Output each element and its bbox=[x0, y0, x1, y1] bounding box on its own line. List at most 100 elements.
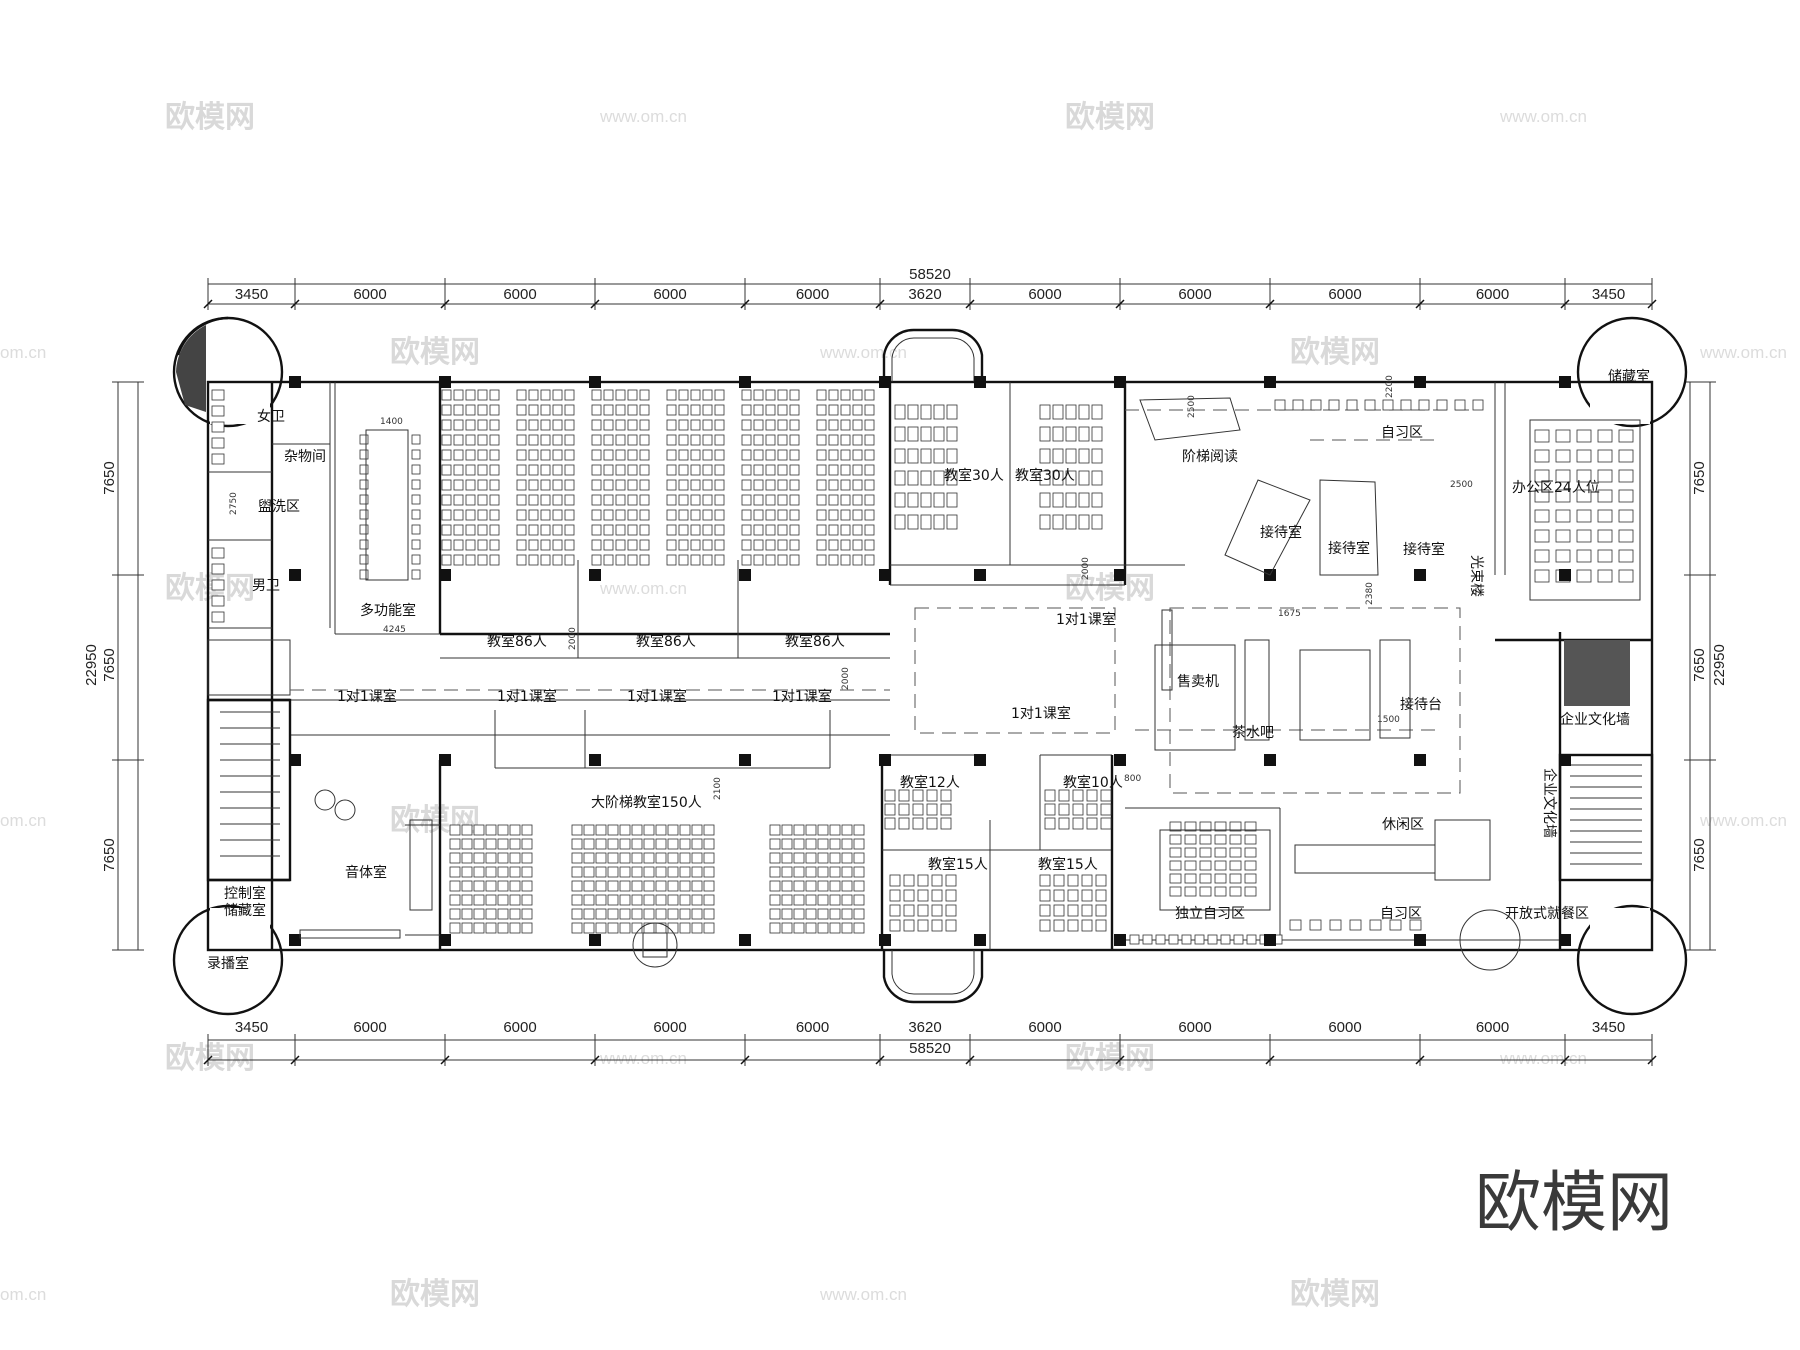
seat bbox=[1067, 889, 1079, 902]
seat bbox=[828, 524, 839, 536]
seat bbox=[1194, 934, 1205, 945]
seat bbox=[639, 554, 650, 566]
seat bbox=[465, 494, 476, 506]
seat bbox=[690, 539, 701, 551]
inner-dim: 2500 bbox=[1450, 480, 1473, 490]
seat bbox=[1169, 886, 1182, 897]
seat bbox=[805, 866, 817, 878]
room-label-storage-room: 储藏室 bbox=[1608, 368, 1650, 385]
seat bbox=[946, 426, 958, 442]
seat bbox=[619, 894, 631, 906]
seat bbox=[627, 404, 638, 416]
seat bbox=[449, 838, 461, 850]
dimension-tick-slash bbox=[1415, 299, 1425, 309]
seat bbox=[571, 880, 583, 892]
seat bbox=[1244, 886, 1257, 897]
seat bbox=[1155, 934, 1166, 945]
seat bbox=[627, 524, 638, 536]
dimension-tick-slash bbox=[1265, 299, 1275, 309]
seat bbox=[853, 824, 865, 836]
seat bbox=[411, 539, 421, 550]
seat bbox=[211, 611, 225, 623]
seat bbox=[894, 514, 906, 530]
seat bbox=[679, 866, 691, 878]
seat bbox=[595, 838, 607, 850]
seat bbox=[643, 838, 655, 850]
seat bbox=[753, 464, 764, 476]
seat bbox=[473, 838, 485, 850]
seat bbox=[1058, 789, 1070, 802]
seat bbox=[864, 539, 875, 551]
seat bbox=[485, 922, 497, 934]
seat bbox=[497, 824, 509, 836]
seat bbox=[1597, 569, 1613, 583]
seat bbox=[1576, 489, 1592, 503]
seat bbox=[615, 389, 626, 401]
seat bbox=[583, 852, 595, 864]
seat bbox=[607, 880, 619, 892]
seat bbox=[473, 908, 485, 920]
seat bbox=[441, 509, 452, 521]
seat bbox=[1100, 789, 1112, 802]
seat bbox=[591, 464, 602, 476]
seat bbox=[477, 494, 488, 506]
seat bbox=[1199, 821, 1212, 832]
seat bbox=[940, 817, 952, 830]
seat bbox=[1095, 889, 1107, 902]
seat bbox=[528, 539, 539, 551]
seat bbox=[595, 866, 607, 878]
dimension-segment-top: 3450 bbox=[1592, 286, 1625, 303]
seat bbox=[627, 419, 638, 431]
column bbox=[589, 376, 601, 388]
inner-dim: 1500 bbox=[1377, 715, 1400, 725]
seat bbox=[1597, 489, 1613, 503]
seat bbox=[828, 449, 839, 461]
seat bbox=[453, 524, 464, 536]
seat bbox=[1229, 860, 1242, 871]
seat bbox=[473, 824, 485, 836]
seat bbox=[564, 464, 575, 476]
seat bbox=[465, 509, 476, 521]
seat bbox=[1086, 817, 1098, 830]
seat bbox=[509, 922, 521, 934]
seat bbox=[453, 389, 464, 401]
seat bbox=[564, 404, 575, 416]
seat bbox=[917, 904, 929, 917]
seat bbox=[540, 494, 551, 506]
seat bbox=[690, 524, 701, 536]
dimension-tick-slash bbox=[1415, 1055, 1425, 1065]
seat bbox=[1244, 847, 1257, 858]
seat bbox=[805, 838, 817, 850]
seat bbox=[485, 838, 497, 850]
seat bbox=[509, 852, 521, 864]
seat bbox=[793, 852, 805, 864]
seat bbox=[678, 554, 689, 566]
seat bbox=[1229, 886, 1242, 897]
seat bbox=[690, 389, 701, 401]
seat bbox=[781, 866, 793, 878]
interior-walls bbox=[206, 382, 1654, 950]
seat bbox=[678, 539, 689, 551]
seat bbox=[497, 894, 509, 906]
seat bbox=[829, 838, 841, 850]
seat bbox=[753, 539, 764, 551]
seat bbox=[489, 389, 500, 401]
seat bbox=[1555, 549, 1571, 563]
column bbox=[1559, 376, 1571, 388]
seat bbox=[840, 539, 851, 551]
inner-dim: 2100 bbox=[713, 777, 723, 800]
seat bbox=[691, 866, 703, 878]
seat bbox=[1078, 492, 1090, 508]
seat bbox=[552, 464, 563, 476]
seat bbox=[781, 852, 793, 864]
seat bbox=[552, 554, 563, 566]
seat bbox=[853, 922, 865, 934]
seat bbox=[777, 524, 788, 536]
seat bbox=[359, 569, 369, 580]
seat bbox=[769, 838, 781, 850]
seat bbox=[864, 509, 875, 521]
seat bbox=[477, 554, 488, 566]
seat bbox=[1065, 492, 1077, 508]
watermark-brand: 欧模网 bbox=[1065, 100, 1155, 135]
seat bbox=[917, 889, 929, 902]
